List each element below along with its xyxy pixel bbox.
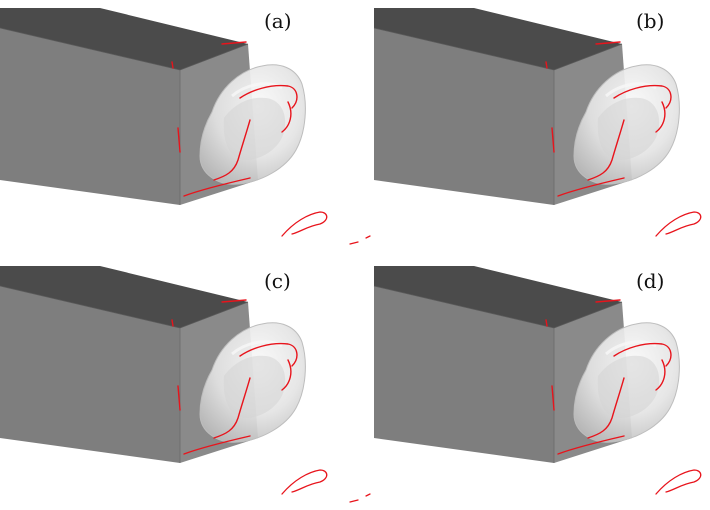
panel-c: (c) bbox=[0, 264, 372, 504]
panel-label-b: (b) bbox=[636, 9, 664, 33]
panel-a: (a) bbox=[0, 6, 372, 246]
panel-label-c: (c) bbox=[264, 269, 291, 293]
panel-label-d: (d) bbox=[636, 269, 664, 293]
panel-d: (d) bbox=[372, 264, 710, 504]
panel-label-a: (a) bbox=[264, 9, 292, 33]
panel-b: (b) bbox=[372, 6, 710, 246]
